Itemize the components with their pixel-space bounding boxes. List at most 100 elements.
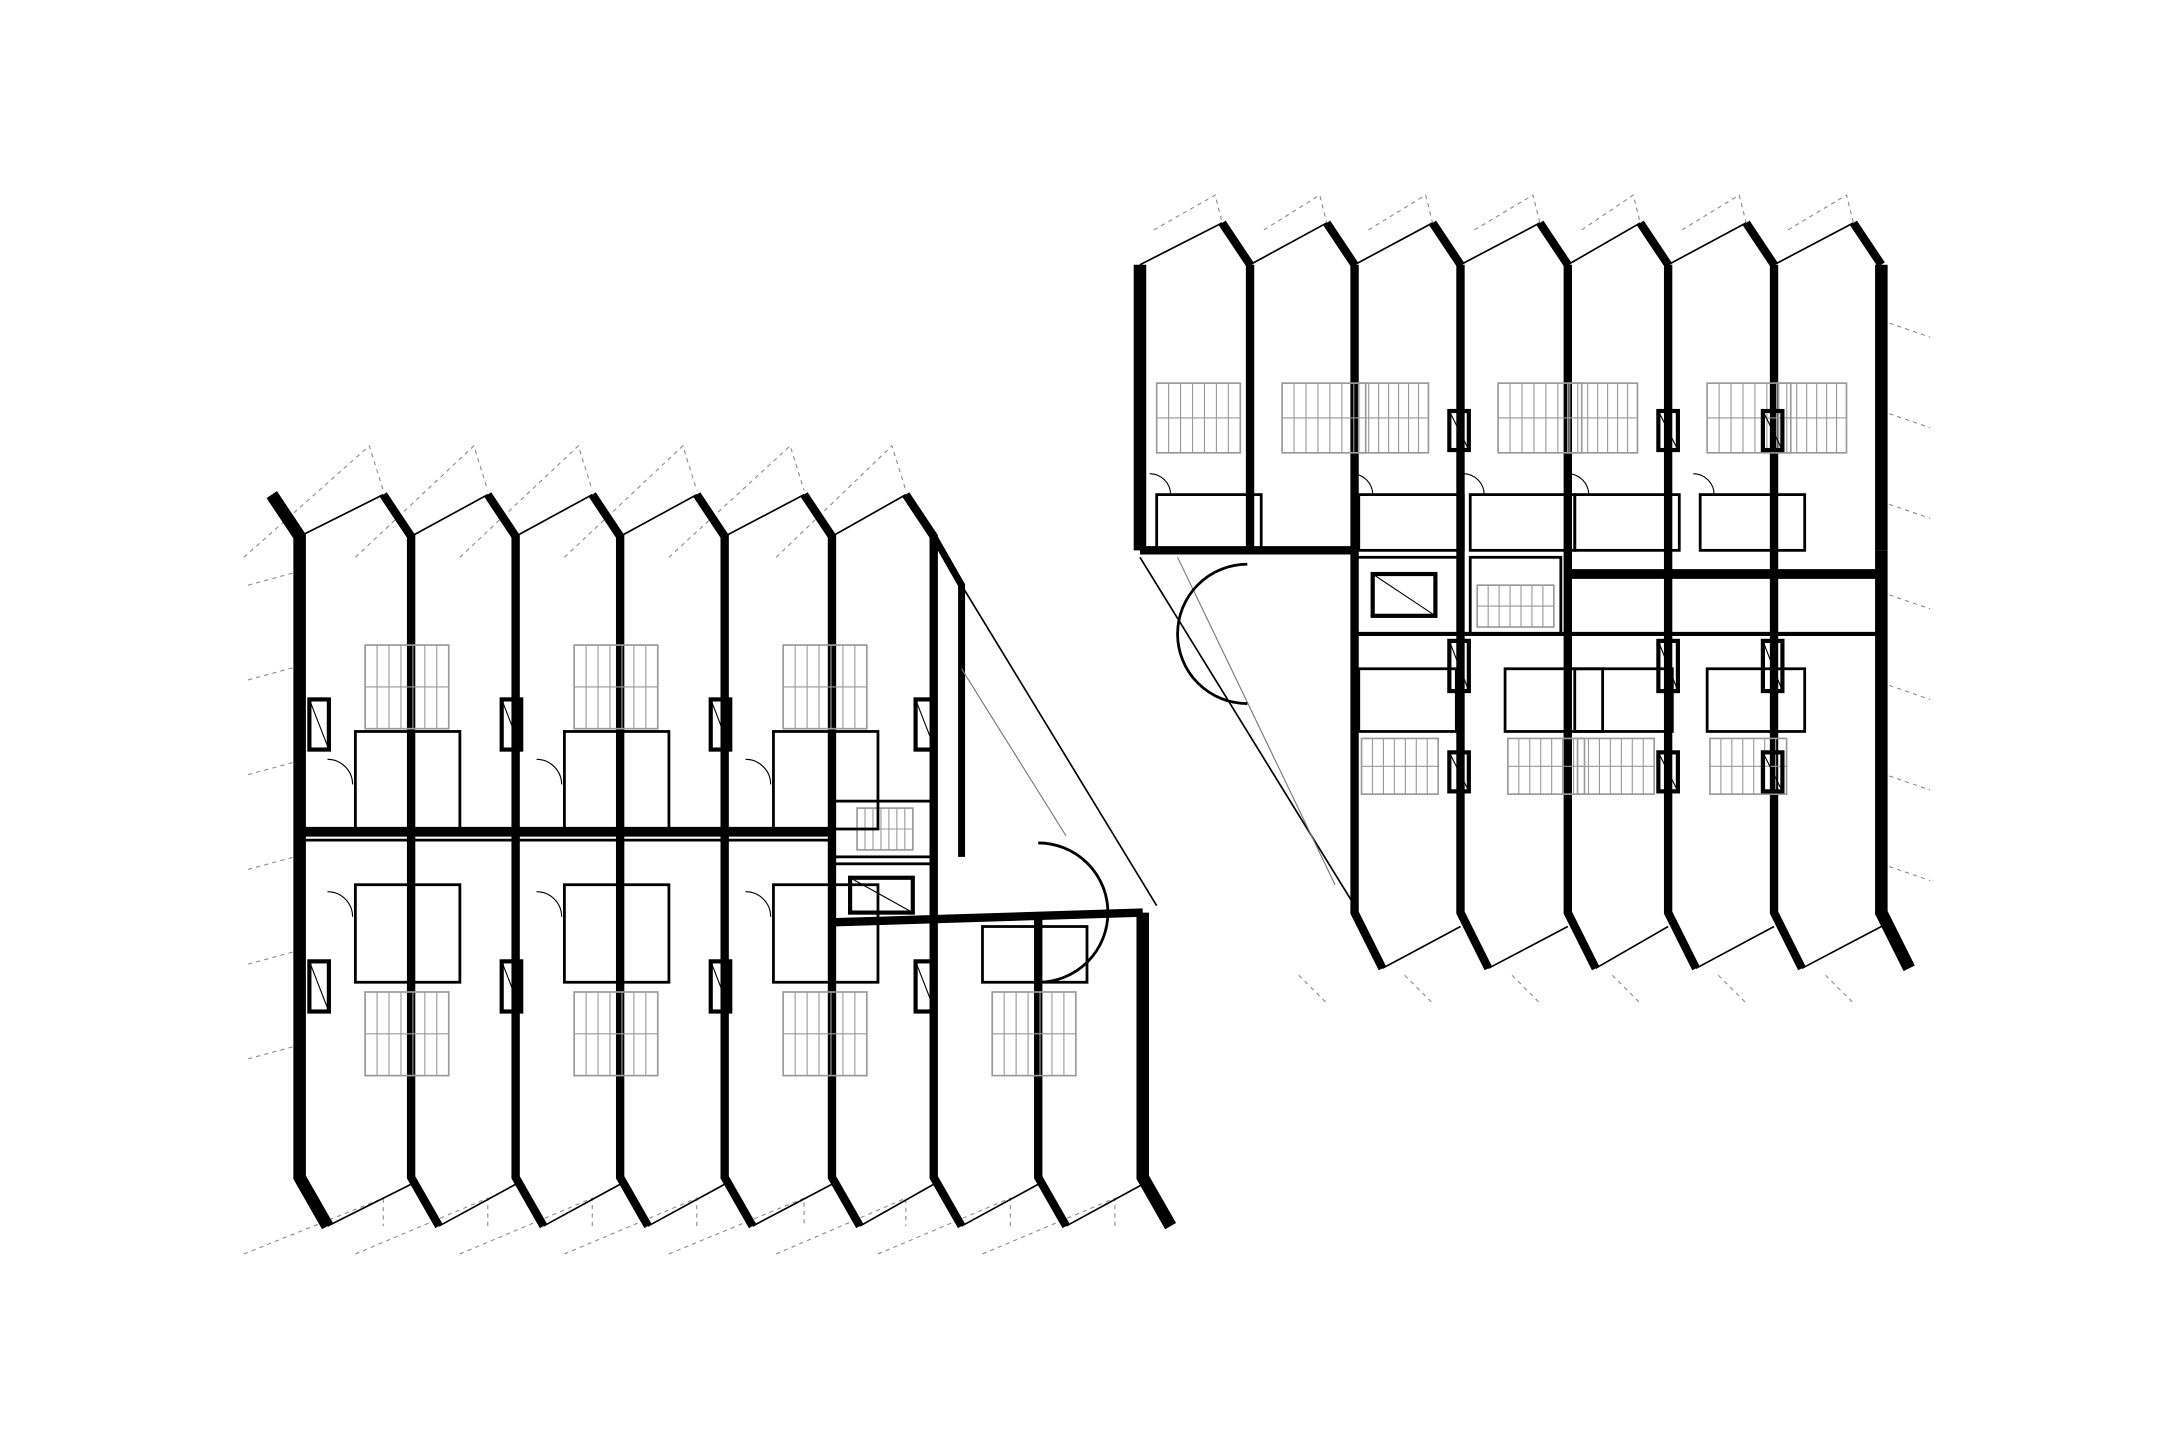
thin-line [982, 1197, 1116, 1255]
wall [1429, 220, 1464, 268]
door-swing [745, 891, 772, 917]
thin-line [1881, 863, 1931, 882]
thin-line [1153, 194, 1223, 231]
thin-line [1263, 194, 1328, 231]
shaft [1447, 750, 1471, 794]
wall [1769, 550, 1806, 971]
door-swing [327, 758, 354, 785]
wall [1742, 220, 1778, 268]
spiral-stair [1176, 562, 1248, 705]
east-block [1133, 194, 1931, 1004]
thin-line [752, 1183, 833, 1227]
wall [1849, 220, 1885, 268]
thin-line [1787, 194, 1855, 231]
shaft [1760, 408, 1785, 453]
shaft [1370, 571, 1438, 618]
shaft [499, 697, 524, 752]
room-partition [1698, 493, 1807, 552]
thin-line [961, 668, 1067, 837]
wall [1663, 550, 1700, 971]
thin-line [1881, 591, 1931, 610]
room-partition [353, 883, 462, 984]
shaft-cross [849, 877, 914, 914]
room-partition [1353, 555, 1462, 636]
thin-line [961, 1183, 1039, 1227]
shaft-cross [915, 699, 936, 750]
wall [1034, 912, 1070, 1229]
thin-line [1825, 974, 1854, 1004]
door-swing [745, 758, 772, 785]
thin-line [1249, 222, 1328, 266]
shaft-cross [501, 699, 522, 750]
wall [693, 492, 757, 1229]
shaft-cross [1657, 640, 1679, 692]
shaft [1447, 408, 1471, 453]
shaft [307, 697, 331, 752]
shaft-cross [1448, 410, 1470, 451]
room-partition [563, 883, 671, 984]
thin-line [247, 760, 300, 776]
room-partition [353, 730, 462, 831]
door-swing [1693, 473, 1715, 495]
shaft-cross [710, 699, 731, 750]
shaft [1447, 638, 1471, 694]
thin-line [775, 444, 907, 558]
thin-line [1801, 925, 1882, 970]
shaft [1760, 638, 1785, 694]
thin-line [438, 1183, 517, 1227]
thin-line [1611, 974, 1641, 1004]
shaft-cross [1657, 752, 1679, 792]
thin-line [564, 1197, 698, 1255]
shaft-cross [710, 961, 731, 1012]
wall [902, 492, 966, 1229]
thin-line [1139, 222, 1223, 266]
thin-line [647, 1183, 726, 1227]
shaft-cross [308, 699, 330, 750]
wall [1563, 550, 1600, 971]
thin-line [1404, 974, 1434, 1004]
room-partition [1573, 493, 1681, 552]
door-swing [1351, 473, 1374, 495]
shaft-cross [1762, 640, 1783, 692]
spiral-stair [1038, 841, 1110, 984]
room-partition [563, 730, 671, 831]
thin-line [247, 949, 300, 965]
shaft-cross [915, 961, 936, 1012]
shaft-cross [1762, 410, 1783, 451]
shaft-cross [1372, 573, 1436, 617]
thin-line [1695, 925, 1775, 970]
thin-line [327, 1183, 412, 1227]
thin-line [1717, 974, 1747, 1004]
shaft [847, 875, 915, 915]
thin-line [776, 1197, 907, 1255]
shaft [913, 959, 938, 1014]
wall [800, 492, 864, 1229]
stair [1155, 382, 1242, 454]
door-swing [1149, 473, 1172, 495]
wall [1323, 220, 1359, 268]
room-partition [1468, 493, 1577, 552]
thin-line [1881, 501, 1931, 519]
thin-line [247, 570, 300, 586]
room-partition [1155, 493, 1263, 552]
thin-line [1460, 222, 1541, 266]
wall [379, 492, 443, 1229]
thin-line [1139, 556, 1356, 907]
wall [1350, 550, 1387, 971]
wall [588, 492, 652, 1229]
thin-line [668, 444, 805, 558]
thin-line [247, 1044, 300, 1060]
thin-line [1881, 772, 1931, 791]
door-swing [536, 891, 563, 917]
door-swing [327, 891, 354, 917]
thin-line [1681, 194, 1747, 231]
shaft-cross [501, 961, 522, 1012]
thin-line [1595, 925, 1669, 970]
thin-line [1487, 925, 1569, 970]
shaft [913, 697, 938, 752]
shaft [708, 697, 733, 752]
thin-line [1298, 974, 1328, 1004]
wall [1456, 550, 1493, 971]
room-partition [830, 862, 936, 921]
